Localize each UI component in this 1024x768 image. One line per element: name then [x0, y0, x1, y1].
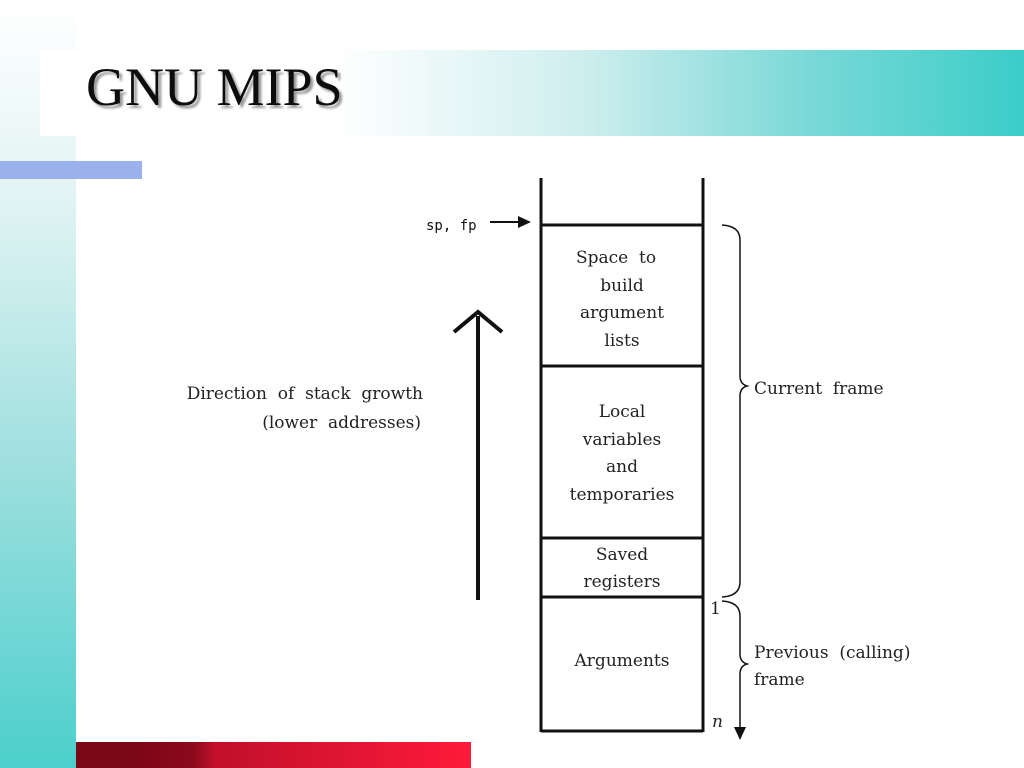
cell-text: lists [604, 331, 639, 351]
cell-text: Saved [596, 545, 648, 565]
cell-text: Local [599, 402, 646, 422]
red-accent-block [76, 742, 141, 768]
growth-arrow-head [452, 309, 504, 334]
index-last: n [712, 712, 723, 732]
growth-label-line2: (lower addresses) [262, 413, 421, 433]
red-accent-bar [76, 742, 471, 768]
cell-text: Arguments [574, 651, 670, 671]
pointer-arrow-head [518, 216, 531, 228]
growth-label-line1: Direction of stack growth [187, 384, 423, 404]
blue-accent-bar [0, 161, 142, 179]
current-frame-label: Current frame [754, 379, 884, 399]
index-first: 1 [710, 599, 721, 619]
previous-frame-brace [721, 600, 750, 728]
cell-text: argument [580, 303, 664, 323]
title-band [40, 50, 1024, 136]
current-frame-brace [721, 224, 750, 598]
cell-text: and [606, 457, 638, 477]
cell-text: Space to [576, 248, 656, 268]
cell-text: registers [584, 572, 661, 592]
previous-frame-label-line1: Previous (calling) [754, 643, 910, 663]
pointer-label: sp, fp [426, 218, 477, 234]
slide-title: GNU MIPS [86, 57, 343, 117]
previous-frame-arrow-head [734, 727, 746, 740]
cell-text: variables [582, 430, 662, 450]
cell-text: temporaries [570, 485, 675, 505]
previous-frame-label-line2: frame [754, 670, 805, 690]
cell-text: build [600, 276, 644, 296]
